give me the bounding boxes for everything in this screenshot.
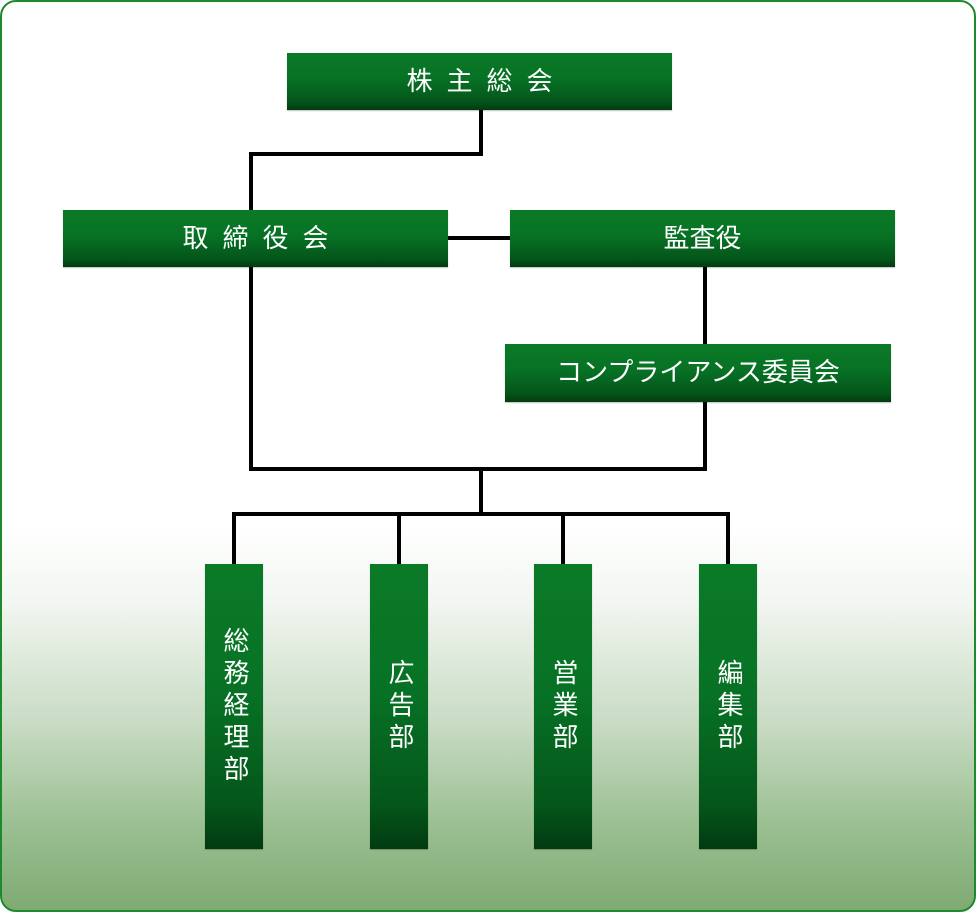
department-advertising-label: 広告部 bbox=[384, 658, 414, 755]
line-board-to-departments bbox=[249, 264, 707, 471]
department-sales-label: 営業部 bbox=[548, 658, 578, 755]
compliance-committee-box: コンプライアンス委員会 bbox=[505, 344, 891, 402]
department-editorial-label: 編集部 bbox=[713, 658, 743, 755]
department-general-affairs-accounting-box: 総務経理部 bbox=[205, 564, 263, 849]
department-general-affairs-accounting-label: 総務経理部 bbox=[219, 626, 249, 787]
board-of-directors-label: 取締役会 bbox=[182, 223, 343, 254]
department-sales-box: 営業部 bbox=[534, 564, 592, 849]
auditor-box: 監査役 bbox=[510, 210, 895, 267]
compliance-committee-label: コンプライアンス委員会 bbox=[556, 358, 840, 388]
shareholders-meeting-box: 株主総会 bbox=[287, 53, 672, 110]
board-of-directors-box: 取締役会 bbox=[63, 210, 448, 267]
auditor-label: 監査役 bbox=[663, 223, 742, 254]
department-advertising-box: 広告部 bbox=[370, 564, 428, 849]
line-shareholders-to-board bbox=[249, 108, 483, 212]
department-editorial-box: 編集部 bbox=[699, 564, 757, 849]
shareholders-meeting-label: 株主総会 bbox=[406, 66, 567, 97]
